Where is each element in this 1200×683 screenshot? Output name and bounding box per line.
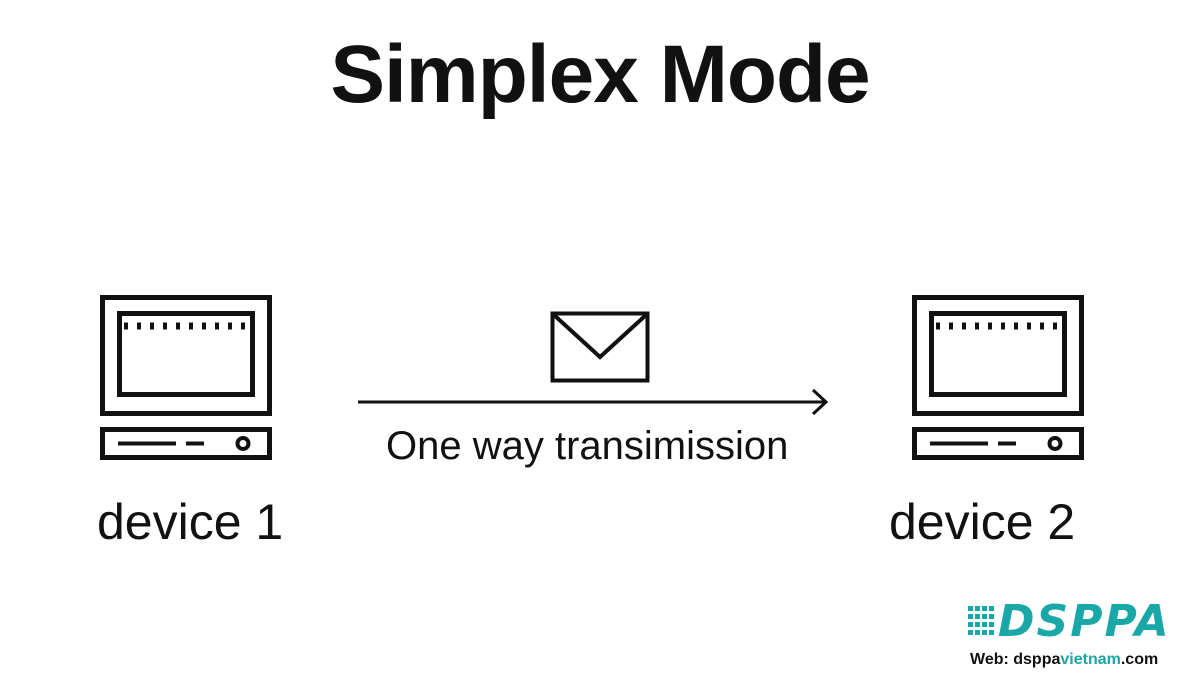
web-suffix: .com	[1120, 651, 1159, 668]
logo-dots-icon	[968, 606, 994, 635]
website-line: Web: dsppavietnam.com	[970, 651, 1158, 669]
device-2-label: device 2	[889, 494, 1076, 550]
device-1-label: device 1	[97, 494, 284, 550]
dsppa-logo: DSPPA	[968, 596, 1183, 648]
device-1-computer-icon	[100, 295, 272, 461]
envelope-icon	[550, 311, 650, 388]
transmission-label: One way transimission	[386, 424, 789, 468]
page-title: Simplex Mode	[330, 29, 870, 120]
web-prefix: Web: dsppa	[970, 651, 1061, 668]
logo-wordmark: DSPPA	[998, 596, 1171, 647]
web-accent: vietnam	[1060, 651, 1121, 668]
one-way-arrow	[358, 386, 832, 423]
device-2-computer-icon	[912, 295, 1084, 461]
